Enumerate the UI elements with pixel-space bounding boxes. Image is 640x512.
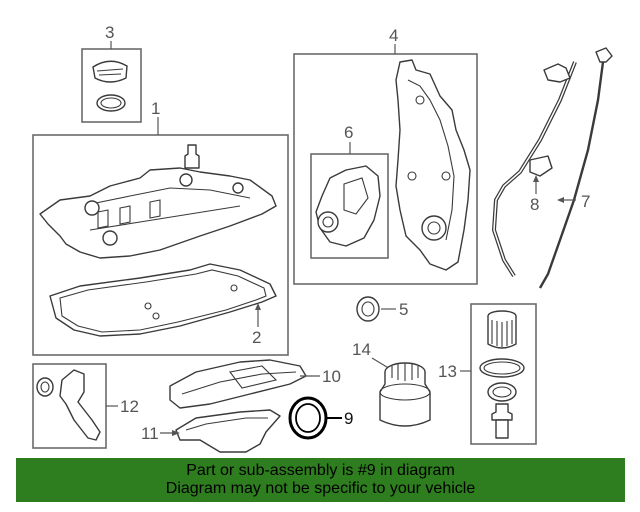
dipstick-tube-bracket [529,155,553,177]
oil-filter-housing-group[interactable]: 14 [352,340,431,427]
callout-6: 6 [344,123,353,142]
callout-5: 5 [399,300,408,319]
filter-small-seal [487,382,517,402]
seal-9-group[interactable]: 9 [288,396,353,440]
baffle-plate [169,359,307,409]
valve-cover [39,167,277,259]
valve-cover-box [32,134,289,356]
banner-line-1: Part or sub-assembly is #9 in diagram [186,462,455,479]
callout-2: 2 [252,328,261,347]
callout-3: 3 [105,23,114,42]
valve-cover-group[interactable]: 1 2 [32,99,289,356]
callout-11: 11 [141,424,159,443]
dipstick-tube-bracket-top [543,63,571,83]
timing-cover-box [293,53,478,285]
seal-5-group[interactable]: 5 [356,296,408,322]
oil-control-valve-group[interactable]: 12 [32,363,139,449]
drain-plug [491,403,513,421]
timing-cover [395,59,471,271]
oil-pan-group[interactable]: 11 [141,409,281,453]
oil-filler-cap [92,60,128,83]
info-banner: Part or sub-assembly is #9 in diagram Di… [16,458,625,502]
oil-pan [175,409,281,453]
baffle-plate-group[interactable]: 10 [169,359,341,409]
callout-14: 14 [352,340,371,359]
banner-line-2: Diagram may not be specific to your vehi… [165,480,476,497]
drain-plug-body [495,419,509,439]
oil-control-valve [59,369,101,441]
callout-10: 10 [322,367,341,386]
callout-12: 12 [120,397,139,416]
oil-filter-group[interactable]: 13 [438,303,537,445]
dipstick-handle [595,47,613,63]
callout-9: 9 [344,409,353,428]
water-pump [315,165,381,247]
oil-filter-box [470,303,537,445]
seal-5 [356,296,380,322]
dipstick-tube-group[interactable]: 8 [491,61,577,278]
timing-cover-group[interactable]: 4 6 [293,26,478,285]
callout-7: 7 [581,192,590,211]
parts-diagram: 3 1 2 4 6 [32,23,613,453]
dipstick [538,61,605,289]
valve-seal [36,377,54,397]
dipstick-group[interactable]: 7 [538,47,613,289]
valve-cover-gasket [49,263,277,337]
callout-4: 4 [389,26,398,45]
sensor [184,144,200,169]
oil-filler-cap-group[interactable]: 3 [81,23,142,123]
callout-8: 8 [530,195,539,214]
callout-1: 1 [151,99,160,118]
callout-13: 13 [438,362,457,381]
